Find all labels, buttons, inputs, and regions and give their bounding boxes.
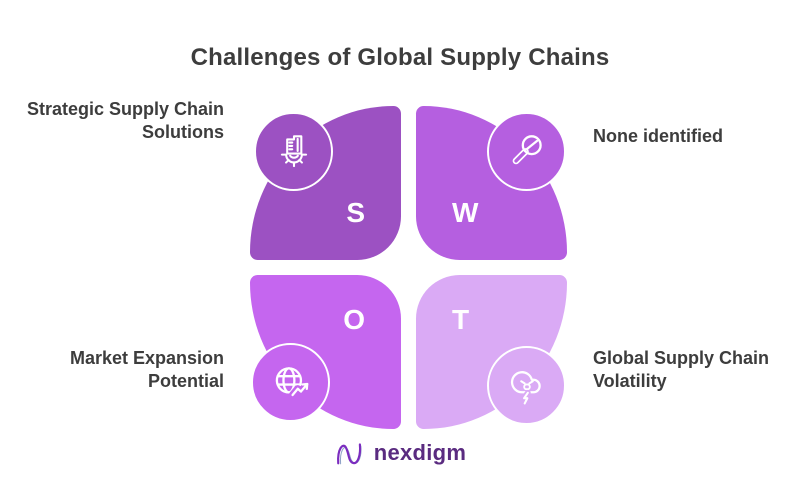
- strengths-letter: S: [346, 197, 365, 228]
- strengths-label: Strategic Supply Chain Solutions: [14, 98, 224, 144]
- search-none-icon: [487, 112, 566, 191]
- threats-letter: T: [452, 304, 470, 335]
- threats-label-line2: Volatility: [593, 371, 667, 391]
- strengths-label-line2: Solutions: [142, 122, 224, 142]
- opportunities-label-line1: Market Expansion: [69, 348, 224, 368]
- quadrant-threats: T: [416, 275, 567, 429]
- weaknesses-label-line1: None identified: [593, 126, 723, 146]
- storm-cloud-icon: [487, 346, 566, 425]
- quadrant-opportunities: O: [250, 275, 401, 429]
- threats-label-line1: Global Supply Chain: [593, 348, 770, 368]
- nexdigm-logo-mark: [336, 443, 362, 465]
- strengths-label-line1: Strategic Supply Chain: [26, 99, 224, 119]
- opportunities-label-line2: Potential: [147, 371, 224, 391]
- globe-growth-icon: [251, 343, 330, 422]
- threats-label: Global Supply Chain Volatility: [593, 347, 800, 393]
- swot-matrix: S W: [250, 106, 567, 429]
- quadrant-strengths: S: [250, 106, 401, 260]
- page-title: Challenges of Global Supply Chains: [190, 44, 610, 71]
- weaknesses-letter: W: [452, 197, 479, 228]
- nexdigm-logo-text: nexdigm: [373, 440, 467, 465]
- opportunities-label: Market Expansion Potential: [14, 347, 224, 393]
- quadrant-weaknesses: W: [416, 106, 567, 260]
- opportunities-letter: O: [343, 304, 365, 335]
- gear-factory-icon: [254, 112, 333, 191]
- nexdigm-logo: nexdigm: [0, 438, 800, 467]
- weaknesses-label: None identified: [593, 125, 793, 148]
